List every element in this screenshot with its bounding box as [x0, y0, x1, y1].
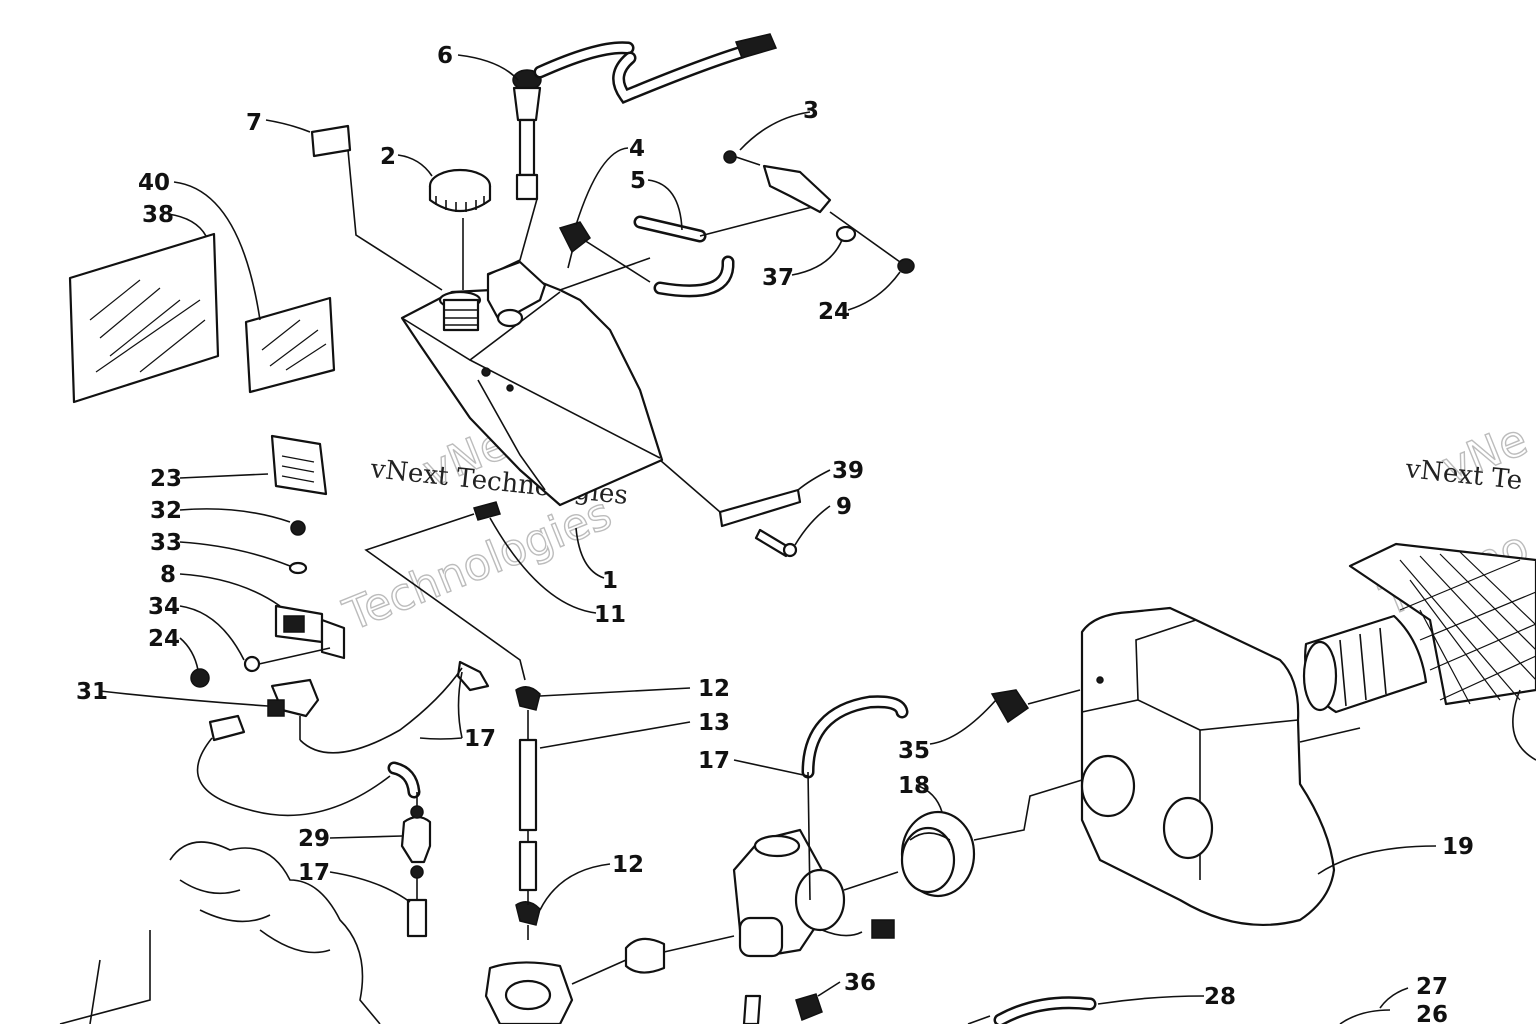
callout-40: 40: [138, 170, 170, 196]
callout-33: 33: [150, 530, 182, 556]
callout-23: 23: [150, 466, 182, 492]
callout-29: 29: [298, 826, 330, 852]
intake-flange: [484, 935, 735, 1024]
hose-bottom-right: [967, 996, 1391, 1024]
callout-24-left: 24: [148, 626, 180, 652]
callout-3: 3: [803, 98, 819, 124]
callout-26: 26: [1416, 1002, 1448, 1024]
callout-34: 34: [148, 594, 180, 620]
decal-medium: [244, 296, 336, 394]
fuel-line-center: [515, 686, 541, 940]
callout-37: 37: [762, 265, 794, 291]
callout-7: 7: [246, 110, 262, 136]
vent-fitting: [558, 204, 821, 298]
fuel-tank: [400, 260, 664, 507]
callout-12-lower: 12: [612, 852, 644, 878]
callout-19: 19: [1442, 834, 1474, 860]
callout-32: 32: [150, 498, 182, 524]
air-silencer: [990, 606, 1361, 926]
callout-2: 2: [380, 144, 396, 170]
callout-36: 36: [844, 970, 876, 996]
tank-strap: [659, 459, 802, 558]
callout-38: 38: [142, 202, 174, 228]
decal-large: [68, 232, 220, 404]
callout-27: 27: [1416, 974, 1448, 1000]
callout-5: 5: [630, 168, 646, 194]
callout-9: 9: [836, 494, 852, 520]
callout-4: 4: [629, 136, 645, 162]
callout-6: 6: [437, 43, 453, 69]
mount-bracket-upper: [723, 150, 915, 274]
callout-31: 31: [76, 679, 108, 705]
leader-lines: [99, 54, 1437, 1009]
decal-plate: [270, 434, 328, 496]
callout-1: 1: [602, 568, 618, 594]
intake-boot: [900, 779, 1083, 898]
callout-13: 13: [698, 710, 730, 736]
engine-outline: [59, 841, 381, 1024]
fuel-pickup: [364, 501, 526, 681]
air-screen: [1302, 542, 1536, 761]
callout-labels: 6 7 2 40 38 3 4 5 37 24 39 9 1 11 23 32 …: [76, 43, 1474, 1024]
callout-17-middle: 17: [698, 748, 730, 774]
callout-39: 39: [832, 458, 864, 484]
callout-17-upper: 17: [464, 726, 496, 752]
callout-18: 18: [898, 773, 930, 799]
decal-small: [310, 124, 443, 291]
callout-28: 28: [1204, 984, 1236, 1010]
callout-12-upper: 12: [698, 676, 730, 702]
fuel-hose-left: [196, 660, 490, 938]
callout-35: 35: [898, 738, 930, 764]
fuel-valve-group: [190, 520, 346, 740]
gas-cap: [428, 168, 492, 290]
fuel-gauge-sender: [487, 33, 778, 276]
carburetor: [732, 695, 909, 1024]
callout-11: 11: [594, 602, 626, 628]
callout-17-lower: 17: [298, 860, 330, 886]
callout-24-top: 24: [818, 299, 850, 325]
callout-8: 8: [160, 562, 176, 588]
